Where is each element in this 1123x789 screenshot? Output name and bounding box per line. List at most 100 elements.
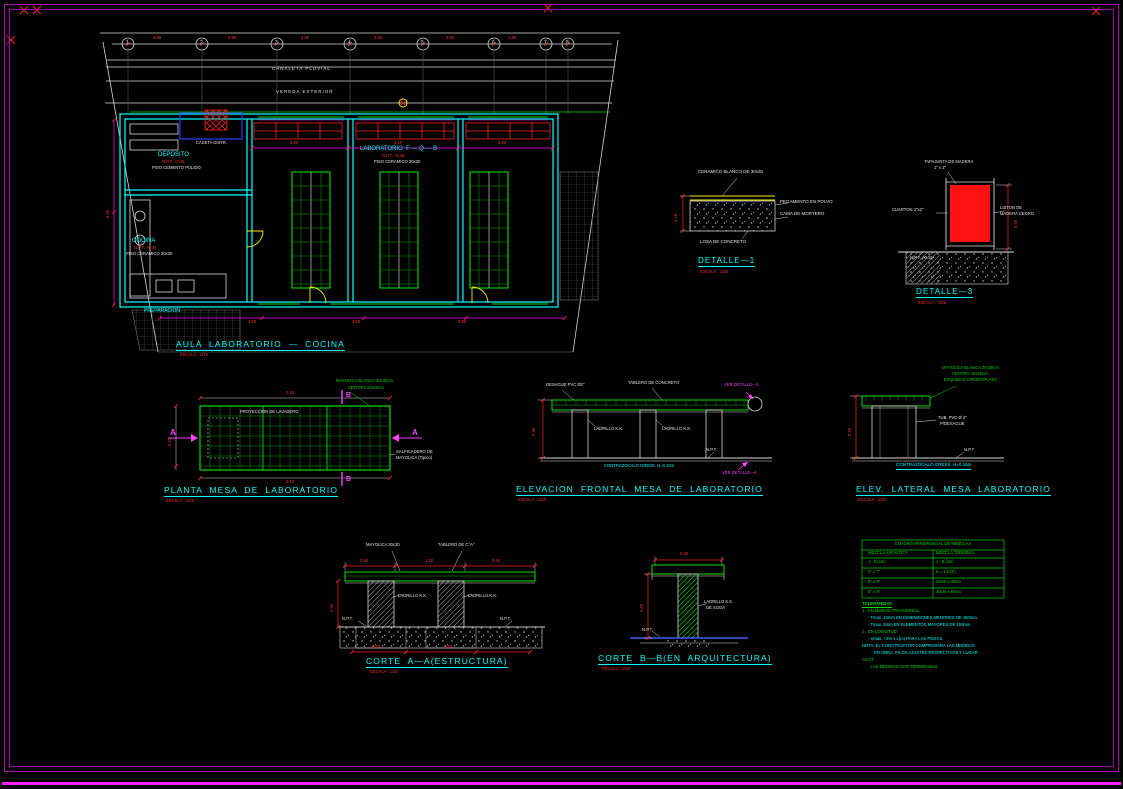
dim-ticks	[111, 41, 1011, 655]
npt-label: N.P.T.	[500, 616, 511, 621]
detalle3-title: DETALLE—3	[916, 287, 974, 298]
planta-mesa-linework	[168, 390, 422, 486]
note-line: EN OBRA, P/LOS AJUSTES RESPECTIVOS Y LUG…	[874, 650, 979, 655]
corte-a-label: TABLERO DE C°A°	[438, 542, 475, 547]
dim-text: 3.00	[498, 140, 507, 145]
detalle3-top-label: TAPAJUNTA DE MADERA	[924, 159, 974, 164]
lab-counters	[253, 122, 551, 140]
ladrillo-label: LADRILLO K.K.	[468, 593, 498, 598]
npt-label: N.P.T.	[342, 616, 353, 621]
room-label-laboratorio: LABORATORIO F — Q — B	[360, 146, 438, 152]
section-mark-b: B	[346, 476, 352, 483]
floor-plan-scale: ESCALA : 1/75	[180, 352, 208, 357]
dim-text: 0.60	[680, 551, 689, 556]
detalle1-scale: ESCALA : 1/25	[700, 269, 728, 274]
corte-b-linework	[630, 556, 748, 648]
mayolica-label: MAYOLICA BLANCA 30x30cm	[942, 365, 999, 370]
elev-frontal-scale: ESCALA : 1/20	[518, 497, 546, 502]
contrazocalo-label: CONTRAZOCALO GRESS H=0.15m	[896, 462, 972, 470]
dim-text: 3.10	[286, 479, 295, 484]
dim-text: 0.60	[360, 558, 369, 563]
detalle3-right-label: LISTON DE	[1000, 205, 1023, 210]
sheet-border-bottom-bar	[2, 782, 1121, 785]
windows	[258, 116, 548, 305]
grid-bubble-label: 7	[544, 40, 547, 46]
lab-table-2	[379, 171, 419, 289]
dim-text: 3.85	[248, 319, 257, 324]
ladrillo-label: LADRILLO K.K.	[398, 593, 428, 598]
corte-a-label: MAYOLICA 30x30	[366, 542, 400, 547]
corte-b-scale: ESCALA : 1/25	[602, 666, 630, 671]
npt-label: N.P.T.	[706, 447, 717, 452]
cocina-floor: PISO CERAMICO 30x30	[126, 251, 173, 256]
detalle3-right-label: MADERA CEDRO	[1000, 211, 1034, 216]
laboratorio-floor: PISO CERAMICO 30x30	[374, 159, 421, 164]
ref-table-col: MEZCLA TERMINAL	[936, 550, 976, 555]
dim-text: 3.85	[458, 319, 467, 324]
note-line: - Tmax. 10mm EN DIMENSIONES MENORES DE 1…	[868, 615, 977, 620]
walls	[119, 113, 559, 308]
dim-text: 3.85	[374, 35, 383, 40]
section-mark-a: A	[412, 428, 418, 437]
elev-frontal-label-center: TABLERO DE CONCRETO	[628, 380, 680, 385]
kitchen-fixtures	[129, 123, 227, 299]
detalle3-linework	[898, 171, 1014, 285]
ref-table-header: CUADRO REFERENCIAL DE MEZCLAS	[894, 541, 972, 546]
npt-label: N.P.T.	[964, 447, 975, 452]
detalle3-top-label: 1" x 2"	[934, 165, 947, 170]
lab-table-1	[291, 171, 331, 289]
sheet-border-inner	[9, 9, 1114, 767]
planta-mesa-scale: ESCALA : 1/25	[166, 498, 194, 503]
room-label-deposito: DEPOSITO	[158, 152, 189, 158]
grid-bubble-label: 2	[200, 40, 203, 46]
ref-table-col: MEZCLA ASFALTICA	[868, 550, 908, 555]
sheet-border-outer	[4, 4, 1119, 772]
note-line: TOLERANCIAS	[862, 601, 893, 609]
detalle1-title: DETALLE—1	[698, 256, 756, 267]
detalle1-right-label: CAMA DE MORTERO	[780, 211, 825, 216]
ref-table-grid	[861, 539, 1005, 599]
ref-table-cell: 1 : 5 (cm)	[868, 559, 886, 564]
deposito-npt: N.P.T. +0.45	[162, 159, 185, 164]
cocina-npt: N.P.T. +0.45	[134, 245, 157, 250]
mayolica-label: MAYOLICA BLANCA 30x30cm	[336, 378, 393, 383]
section-mark-b: B	[346, 392, 352, 399]
ref-table-cell: 8" x 9"	[868, 589, 881, 594]
elev-lateral-title: ELEV. LATERAL MESA LABORATORIO	[856, 484, 1051, 496]
planta-mesa-title: PLANTA MESA DE LABORATORIO	[164, 485, 339, 497]
proyeccion-label: PROYECCION DE LAVADERO	[240, 409, 299, 414]
room-label-cocina: COCINA	[132, 238, 156, 244]
room-label-preparacion: PREPARACION	[144, 308, 181, 314]
ref-table-cell: 1 : 5 (cm)	[936, 559, 954, 564]
dim-text: 3.85	[352, 319, 361, 324]
mayolica-label: CENTRO 10x10cm	[952, 371, 988, 376]
ladrillo-label: DE SOGA	[706, 605, 726, 610]
note-line: - Vmax. +2% x L(m) PARA LAS PIEZAS	[868, 636, 943, 641]
elev-frontal-linework	[538, 387, 772, 471]
ref-table-cell: 6" x 9"	[868, 579, 881, 584]
note-line: - Tmax. 5mm EN ELEMENTOS MAYORES DE 150m…	[868, 622, 971, 627]
dim-text: 1.20	[425, 558, 434, 563]
dim-text: 3.85	[228, 35, 237, 40]
tub-label: TUB. PVC Ø 2"	[938, 415, 967, 420]
dim-text: 0.60	[492, 558, 501, 563]
contrazocalo-label: CONTRAZOCALO GRESS H=0.10m	[604, 463, 675, 468]
mayolica-label: ESQUINAS C/RODOPLAST	[944, 377, 997, 382]
grid-bubble-label: 4	[348, 40, 351, 46]
detalle1-linework	[680, 177, 789, 240]
ladrillo-label: LADRILLO K.K.	[662, 426, 692, 431]
grid-bubble-label: 8	[566, 40, 569, 46]
ver-detalle-4-ref: VER DETALLE—4	[722, 470, 757, 475]
dim-text: 0.80	[444, 644, 453, 649]
elev-frontal-label-left: DESAGUE PVC Ø2"	[546, 382, 585, 387]
ladrillo-label: LADRILLO K.K.	[704, 599, 734, 604]
ladrillo-label: LADRILLO K.K.	[594, 426, 624, 431]
dim-text: 0.80	[372, 644, 381, 649]
note-line: NOTA: EL CONSTRUCTOR COMPROBARA LAS MEDI…	[862, 643, 975, 648]
elev-frontal-title: ELEVACION FRONTAL MESA DE LABORATORIO	[516, 484, 763, 496]
canaleta-label: CANALETA PLUVIAL	[272, 66, 331, 71]
detalle1-top-label: CERAMICO BLANCO DE 30x30	[698, 169, 764, 174]
npt-label: N.P.T.	[642, 627, 653, 632]
ref-table-cell: 25cm x 40cm	[936, 579, 961, 584]
